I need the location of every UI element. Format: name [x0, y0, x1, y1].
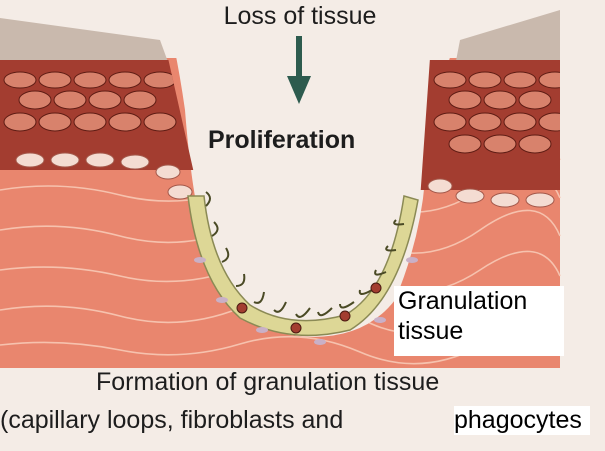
granulation-callout: Granulation tissue [394, 286, 564, 356]
proliferation-label: Proliferation [208, 126, 356, 154]
basal-cells [15, 152, 555, 208]
callout-line-1: Granulation [398, 287, 528, 315]
down-arrow-icon [287, 36, 311, 104]
loss-of-tissue-label: Loss of tissue [223, 2, 377, 30]
scab-right [455, 10, 560, 66]
scab-left [0, 18, 168, 62]
caption-line-2: (capillary loops, fibroblasts and [0, 406, 344, 434]
callout-line-2: tissue [398, 317, 464, 345]
phagocytes [236, 282, 382, 334]
wound-cavity [0, 0, 470, 337]
fibroblasts [194, 257, 418, 345]
epidermis-right [415, 60, 560, 190]
caption-line-2-end: phagocytes [454, 406, 590, 435]
caption-line-1: Formation of granulation tissue [96, 368, 440, 396]
granulation-band [187, 195, 419, 337]
capillary-loops [205, 191, 405, 318]
